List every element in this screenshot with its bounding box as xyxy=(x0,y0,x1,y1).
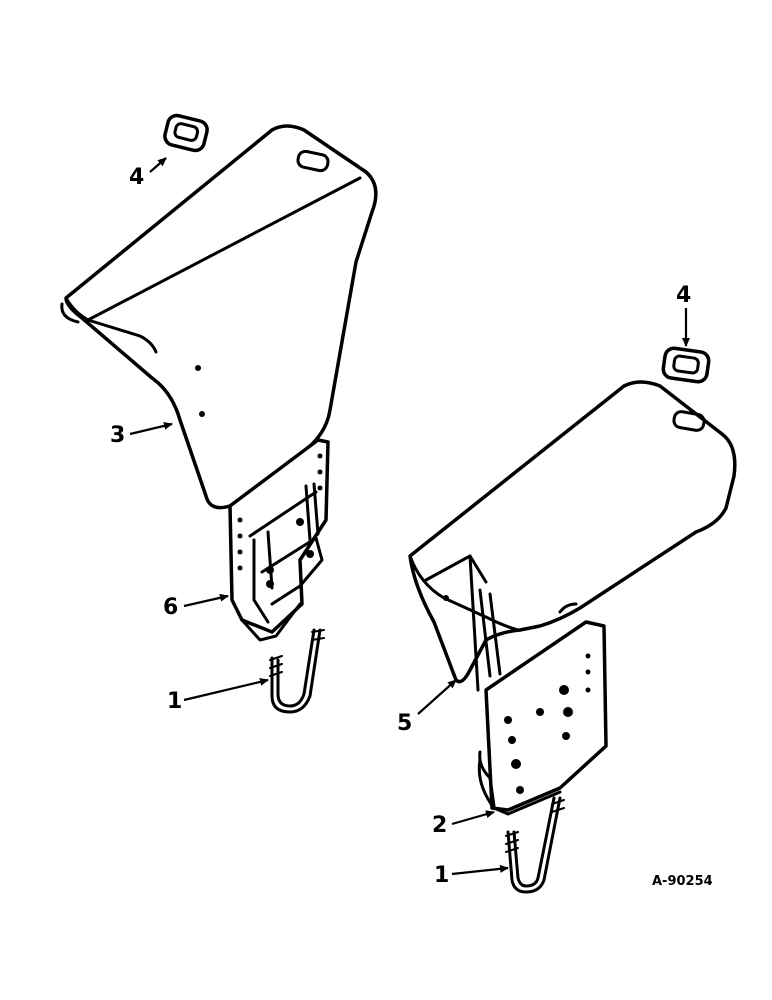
callout-1-left: 1 xyxy=(167,677,269,714)
callout-6: 6 xyxy=(163,593,229,620)
svg-text:2: 2 xyxy=(432,813,447,838)
u-bolt-left xyxy=(269,628,325,714)
callout-4-right: 4 xyxy=(676,283,691,347)
grommet-left xyxy=(163,113,209,153)
svg-text:6: 6 xyxy=(163,595,178,620)
svg-text:1: 1 xyxy=(434,863,449,888)
callout-2: 2 xyxy=(432,810,495,838)
bracket-right xyxy=(477,620,608,816)
svg-text:4: 4 xyxy=(676,283,691,308)
callout-3: 3 xyxy=(110,421,173,448)
bracket-left xyxy=(228,438,330,642)
u-bolt-right xyxy=(505,796,565,894)
callout-1-right: 1 xyxy=(434,863,509,888)
callout-4-left: 4 xyxy=(129,157,167,190)
svg-text:1: 1 xyxy=(167,689,182,714)
svg-text:5: 5 xyxy=(397,711,412,736)
callout-5: 5 xyxy=(397,679,457,736)
drawing-number: A-90254 xyxy=(652,874,713,889)
svg-text:4: 4 xyxy=(129,165,144,190)
svg-text:3: 3 xyxy=(110,423,125,448)
grommet-right xyxy=(661,346,711,384)
fender-left xyxy=(60,124,378,510)
